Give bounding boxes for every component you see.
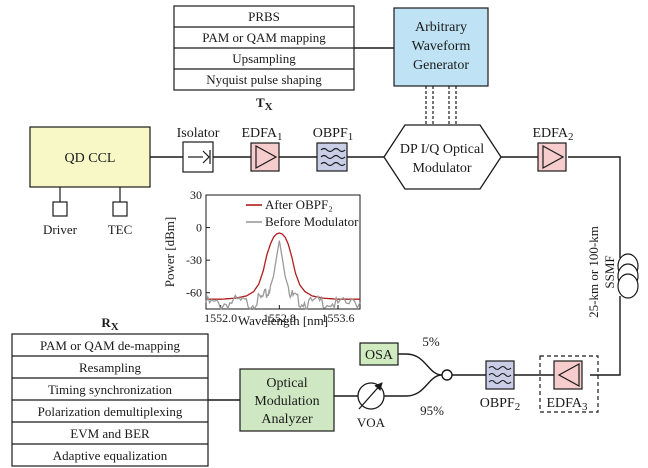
awg-to-modulator-links (425, 86, 457, 125)
edfa3: EDFA3 (539, 355, 599, 413)
edfa3-dashed-frame (539, 355, 599, 413)
obpf1 (316, 142, 348, 172)
optical-path (150, 156, 621, 376)
awg-label-2: Waveform (412, 39, 471, 54)
legend-label-after: After OBPF₂ (265, 197, 333, 212)
obpf1-box (316, 142, 348, 172)
modulator-block: DP I/Q Optical Modulator (383, 124, 502, 190)
laser-box (29, 126, 151, 188)
rx-step-evm-ber: EVM and BER (70, 426, 150, 441)
fiber-spool-icon (617, 253, 639, 299)
tec-label: TEC (108, 222, 133, 237)
rx-dsp-stack: PAM or QAM de-mapping Resampling Timing … (11, 333, 209, 467)
split-5-label: 5% (422, 334, 440, 349)
osa: OSA (359, 342, 399, 366)
edfa3-label: EDFA3 (546, 396, 588, 413)
driver-box (52, 201, 68, 217)
voa: VOA (357, 382, 386, 430)
legend-label-before: Before Modulator (265, 214, 359, 229)
isolator (182, 141, 214, 173)
chart-y-axis: 30 0 -30 -60 (186, 188, 210, 300)
rx-step-timing-sync: Timing synchronization (48, 382, 173, 397)
chart-y-tick-label: 30 (190, 188, 202, 202)
tx-step-pulse-shaping: Nyquist pulse shaping (206, 72, 322, 87)
chart-plot-area (205, 194, 361, 310)
chart-x-tick-label: 1553.6 (322, 311, 355, 325)
awg-box (393, 7, 489, 87)
chart-x-tick-label: 1552.8 (263, 311, 296, 325)
obpf1-label: OBPF1 (313, 126, 354, 143)
amplifier-icon (255, 144, 278, 170)
chart-x-tick-label: 1552.0 (204, 311, 237, 325)
edfa1 (250, 142, 280, 172)
chart-legend: After OBPF₂ Before Modulator (246, 197, 359, 229)
fiber-label: 25-km or 100-km SSMF (586, 226, 617, 318)
modulator-shape (383, 124, 502, 190)
rx-label: RX (101, 315, 118, 333)
rx-step-demapping: PAM or QAM de-mapping (40, 338, 180, 353)
rx-step-pol-demux: Polarization demultiplexing (38, 404, 183, 419)
tx-step-upsampling: Upsampling (232, 51, 296, 66)
svg-text:25-km or 100-km: 25-km or 100-km (586, 226, 601, 318)
analyzer-block: Optical Modulation Analyzer (239, 368, 335, 432)
chart-y-tick-label: -30 (186, 253, 202, 267)
awg-label-1: Arbitrary (415, 20, 467, 35)
rx-step-resampling: Resampling (79, 360, 142, 375)
tx-label: TX (256, 95, 273, 113)
chart-x-label: Wavelength [nm] (238, 313, 328, 328)
coupler-icon (441, 369, 453, 381)
chart-y-label: Power [dBm] (162, 217, 177, 287)
filter-icon (320, 147, 346, 167)
laser-label: QD CCL (65, 151, 116, 166)
rx-step-adaptive-eq: Adaptive equalization (53, 448, 168, 463)
osa-box (359, 342, 399, 366)
edfa2-label: EDFA2 (532, 126, 573, 143)
awg-block: Arbitrary Waveform Generator (393, 7, 489, 87)
amplifier-icon (557, 362, 580, 388)
analyzer-label-2: Modulation (254, 394, 319, 409)
edfa2 (537, 142, 567, 172)
split-95-label: 95% (420, 403, 444, 418)
series-before-modulator-line (205, 240, 361, 311)
coupler (384, 353, 453, 397)
edfa1-label: EDFA1 (241, 126, 282, 143)
chart-y-tick-label: -60 (186, 286, 202, 300)
awg-label-3: Generator (413, 58, 469, 73)
svg-text:SSMF: SSMF (602, 255, 617, 288)
modulator-label-2: Modulator (412, 161, 471, 176)
tx-step-mapping: PAM or QAM mapping (202, 30, 326, 45)
modulator-label-1: DP I/Q Optical (400, 142, 484, 157)
analyzer-box (239, 368, 335, 432)
filter-icon (488, 365, 512, 385)
laser-block: QD CCL (29, 126, 151, 188)
tec-box (112, 201, 128, 217)
driver-label: Driver (43, 222, 78, 237)
amplifier-icon (542, 144, 565, 170)
series-after-obpf2-line (206, 232, 360, 300)
chart-x-axis: 1552.0 1552.8 1553.6 (204, 305, 355, 325)
spectrum-chart: 30 0 -30 -60 1552.0 1552.8 1553.6 After OBPF₂… (162, 188, 361, 328)
obpf2-label: OBPF2 (480, 396, 521, 413)
osa-label: OSA (365, 348, 394, 363)
analyzer-label-1: Optical (266, 376, 307, 391)
analyzer-label-3: Analyzer (261, 412, 313, 427)
isolator-label: Isolator (177, 126, 220, 141)
chart-y-tick-label: 0 (196, 221, 202, 235)
voa-label: VOA (357, 415, 386, 430)
tx-step-prbs: PRBS (248, 9, 280, 24)
tx-dsp-stack: PRBS PAM or QAM mapping Upsampling Nyqui… (173, 5, 355, 91)
obpf2: OBPF2 (480, 360, 521, 413)
